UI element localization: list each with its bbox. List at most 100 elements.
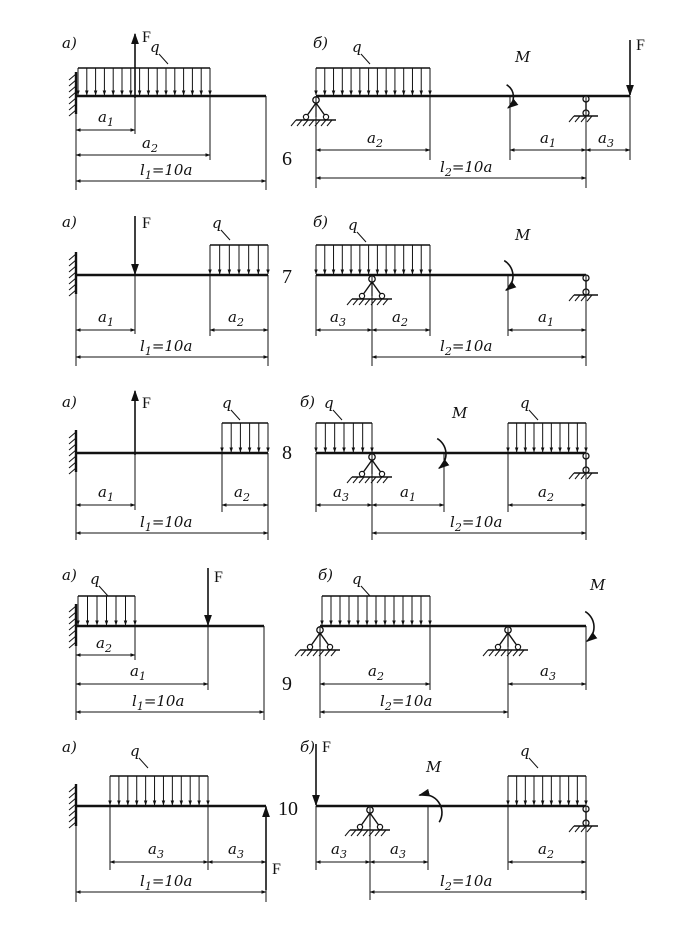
problem-number: 10 [278, 798, 298, 820]
ground-hatch [586, 294, 593, 302]
ground-hatch [376, 476, 383, 484]
label-leader [528, 409, 539, 421]
dim-l2-main: l [440, 158, 445, 176]
problem-number: 8 [282, 442, 292, 464]
dim-l2-eq: =10a [452, 872, 493, 890]
ground-hatch [358, 476, 365, 484]
pin-foot [494, 643, 502, 651]
dim-a2-sub: 2 [376, 670, 384, 683]
dim-l1: l1=10a [140, 513, 192, 534]
variant-label: б) [300, 393, 315, 411]
dim-a2-sub: 2 [546, 848, 554, 861]
load-intensity-label: q [352, 38, 362, 56]
ground-hatch [568, 294, 575, 302]
dim-a1-main: a [130, 662, 139, 680]
force-label: F [142, 395, 151, 412]
dim-l2-eq: =10a [462, 513, 503, 531]
dim-a3-main: a [540, 662, 549, 680]
problem-number: 9 [282, 673, 292, 695]
dim-a3-sub: 3 [342, 491, 349, 504]
dim-l2-sub: 2 [444, 880, 452, 893]
ground-hatch [326, 119, 333, 127]
dim-l1-main: l [140, 513, 145, 531]
ground-hatch [568, 472, 575, 480]
ground-hatch [356, 829, 363, 837]
ground-hatch [580, 825, 587, 833]
dim-a1-main: a [98, 108, 107, 126]
dim-a1-sub: 1 [547, 316, 554, 329]
wall-hatch [68, 91, 77, 99]
dim-l1-sub: 1 [145, 345, 152, 358]
dim-a1-main: a [540, 129, 549, 147]
dim-a2: a2 [234, 483, 250, 504]
ground-hatch [296, 119, 303, 127]
wall-hatch [68, 617, 77, 625]
dim-a1: a1 [400, 483, 416, 504]
wall-hatch [68, 259, 77, 267]
ground-hatch [374, 829, 381, 837]
dim-a2: a2 [392, 308, 408, 329]
dim-l1-sub: 1 [145, 169, 152, 182]
dim-l2-main: l [440, 872, 445, 890]
dim-a3: a3 [331, 840, 347, 861]
dim-l1-main: l [140, 161, 145, 179]
dim-a1-main: a [98, 483, 107, 501]
wall-hatch [68, 253, 77, 261]
ground-hatch [346, 298, 353, 306]
dim-l1: l1=10a [140, 872, 192, 893]
dim-a3b: a3 [228, 840, 244, 861]
dim-l2-sub: 2 [384, 700, 392, 713]
dim-a1-sub: 1 [107, 116, 114, 129]
moment-arrow [503, 259, 517, 291]
dim-a2-main: a [368, 662, 377, 680]
dim-l2-sub: 2 [454, 521, 462, 534]
dim-a2-main: a [367, 129, 376, 147]
dim-a2-main: a [538, 483, 547, 501]
dim-a2-main: a [234, 483, 243, 501]
ground-hatch [300, 649, 307, 657]
wall-hatch [68, 797, 77, 805]
force-label: F [272, 861, 281, 878]
dim-a1: a1 [130, 662, 146, 683]
label-leader [158, 53, 169, 65]
ground-hatch [574, 472, 581, 480]
ground-hatch [350, 829, 357, 837]
wall-hatch [68, 821, 77, 829]
dim-l2: l2=10a [450, 513, 502, 534]
ground-hatch [382, 476, 389, 484]
pin-foot [302, 113, 310, 121]
dim-a1-sub: 1 [409, 491, 416, 504]
dim-l1-eq: =10a [144, 692, 185, 710]
dim-a3-main: a [598, 129, 607, 147]
dim-a2-sub: 2 [104, 642, 112, 655]
dim-a1: a1 [98, 483, 114, 504]
dim-a2-main: a [228, 308, 237, 326]
dim-a3b-sub: 3 [399, 848, 406, 861]
ground-hatch [330, 649, 337, 657]
dim-l2-eq: =10a [452, 337, 493, 355]
dim-l1: l1=10a [140, 161, 192, 182]
ground-hatch [518, 649, 525, 657]
load-intensity-label: q [90, 570, 100, 588]
force-label: F [636, 37, 645, 54]
pin-foot [322, 113, 330, 121]
problem-number: 7 [282, 266, 292, 288]
ground-hatch [574, 294, 581, 302]
variant-label: б) [318, 566, 333, 584]
variant-label: б) [313, 213, 328, 231]
dim-a3b: a3 [390, 840, 406, 861]
pin-foot [376, 823, 384, 831]
moment-arrow [436, 437, 450, 469]
force-label: F [322, 739, 331, 756]
ground-hatch [586, 472, 593, 480]
dim-a1-sub: 1 [107, 316, 114, 329]
dim-a2: a2 [142, 134, 158, 155]
dim-a2-sub: 2 [400, 316, 408, 329]
wall-hatch [68, 271, 77, 279]
